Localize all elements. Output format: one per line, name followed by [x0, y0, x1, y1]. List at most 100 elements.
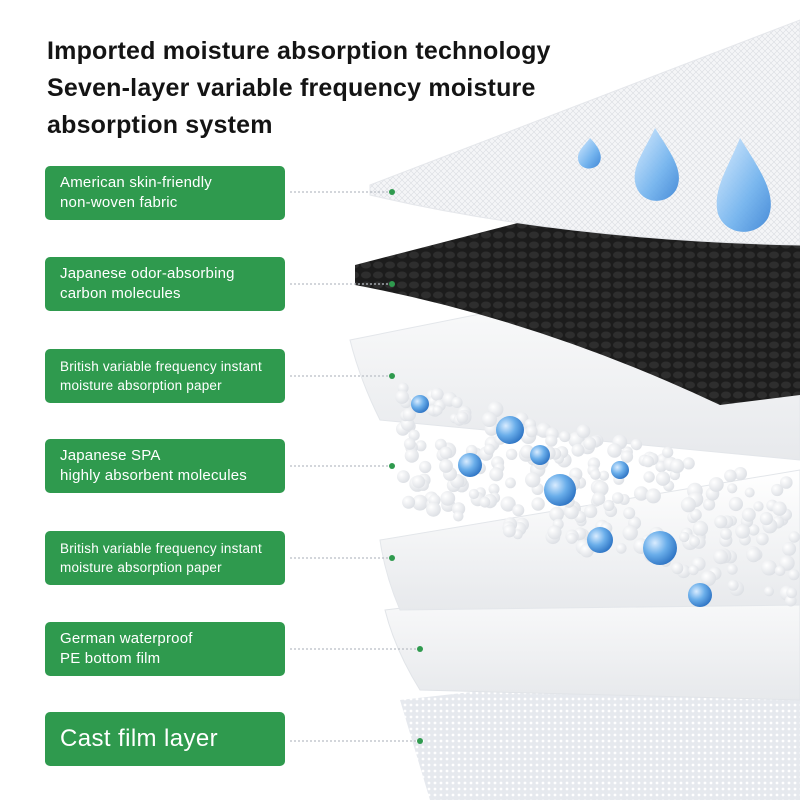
- white-bead: [426, 501, 441, 517]
- blue-bead: [411, 395, 429, 413]
- white-bead: [679, 531, 690, 543]
- white-bead: [772, 501, 787, 516]
- layer-label-non-woven-fabric: American skin-friendly non-woven fabric: [45, 166, 285, 220]
- white-bead: [408, 429, 420, 441]
- layer-label-absorption-paper-lower: British variable frequency instant moist…: [45, 531, 285, 585]
- white-bead: [671, 562, 684, 575]
- blue-bead: [496, 416, 524, 444]
- white-bead: [545, 434, 558, 447]
- white-bead: [726, 563, 738, 575]
- white-bead: [612, 492, 624, 504]
- white-bead: [733, 467, 748, 481]
- white-bead: [547, 525, 562, 540]
- layer-label-absorbent-molecules: Japanese SPA highly absorbent molecules: [45, 439, 285, 493]
- white-bead: [788, 569, 800, 581]
- white-bead: [748, 524, 760, 536]
- white-bead: [655, 471, 671, 486]
- leader-dot: [389, 189, 395, 195]
- layer-label-line: non-woven fabric: [60, 194, 178, 211]
- leader-dot: [417, 646, 423, 652]
- layer-label-pe-bottom-film: German waterproof PE bottom film: [45, 622, 285, 676]
- white-bead: [402, 495, 416, 509]
- white-bead: [564, 504, 579, 520]
- white-bead: [741, 507, 756, 522]
- white-bead: [590, 469, 601, 480]
- blue-bead: [544, 474, 576, 506]
- layer-label-line: British variable frequency instant: [60, 359, 262, 374]
- white-bead: [489, 467, 504, 482]
- white-bead: [756, 532, 769, 546]
- white-bead: [483, 443, 495, 455]
- white-bead: [688, 565, 699, 576]
- layer-label-line: PE bottom film: [60, 650, 161, 667]
- white-bead: [531, 497, 545, 511]
- white-bead: [727, 483, 738, 494]
- headline-line-1: Imported moisture absorption technology: [47, 37, 551, 65]
- headline-line-2: Seven-layer variable frequency moisture: [47, 74, 536, 102]
- white-bead: [616, 543, 627, 554]
- white-bead: [468, 488, 479, 500]
- white-bead: [714, 515, 728, 529]
- white-bead: [571, 443, 585, 457]
- white-bead: [512, 504, 525, 517]
- white-bead: [592, 492, 606, 506]
- layer-label-line: American skin-friendly: [60, 174, 212, 191]
- white-bead: [439, 459, 453, 473]
- white-bead: [774, 565, 786, 577]
- layer-label-line: Japanese SPA: [60, 447, 161, 464]
- white-bead: [525, 472, 541, 488]
- layer-label-line: British variable frequency instant: [60, 541, 262, 556]
- headline-line-3: absorption system: [47, 111, 273, 139]
- white-bead: [525, 425, 538, 438]
- layer-label-line: carbon molecules: [60, 285, 181, 302]
- white-bead: [402, 407, 416, 422]
- white-bead: [759, 511, 774, 526]
- white-bead: [488, 483, 500, 495]
- layer-label-carbon-molecules: Japanese odor-absorbing carbon molecules: [45, 257, 285, 311]
- white-bead: [549, 506, 564, 522]
- white-bead: [713, 549, 728, 565]
- white-bead: [566, 532, 578, 544]
- white-bead: [761, 559, 777, 576]
- leader-dot: [389, 555, 395, 561]
- white-bead: [708, 477, 724, 492]
- white-bead: [680, 497, 697, 513]
- white-bead: [703, 498, 716, 511]
- white-bead: [439, 446, 453, 460]
- blue-bead: [643, 531, 677, 565]
- white-bead: [412, 494, 428, 511]
- white-bead: [642, 455, 654, 468]
- layer-label-line: Cast film layer: [60, 725, 219, 752]
- leader-dot: [389, 281, 395, 287]
- white-bead: [503, 524, 516, 538]
- white-bead: [782, 541, 797, 556]
- white-bead: [481, 411, 497, 428]
- white-bead: [753, 501, 764, 512]
- layer-label-line: German waterproof: [60, 630, 193, 647]
- white-bead: [440, 491, 456, 506]
- white-bead: [620, 450, 634, 463]
- blue-bead: [688, 583, 712, 607]
- white-bead: [598, 470, 610, 481]
- blue-bead: [458, 453, 482, 477]
- white-bead: [633, 486, 649, 501]
- white-bead: [630, 438, 643, 451]
- white-bead: [419, 460, 432, 474]
- white-bead: [453, 511, 464, 522]
- white-bead: [430, 387, 444, 401]
- white-bead: [395, 390, 409, 404]
- layer-label-line: Japanese odor-absorbing: [60, 265, 235, 282]
- white-bead: [692, 520, 709, 537]
- layer-label-cast-film: Cast film layer: [45, 712, 285, 766]
- white-bead: [404, 448, 419, 463]
- white-bead: [728, 496, 744, 512]
- white-bead: [744, 487, 755, 498]
- white-bead: [643, 471, 655, 483]
- white-bead: [746, 547, 761, 563]
- white-bead: [682, 457, 695, 470]
- blue-bead: [611, 461, 629, 479]
- water-droplet-icon: [578, 128, 771, 232]
- white-bead: [451, 396, 463, 408]
- white-bead: [669, 458, 685, 474]
